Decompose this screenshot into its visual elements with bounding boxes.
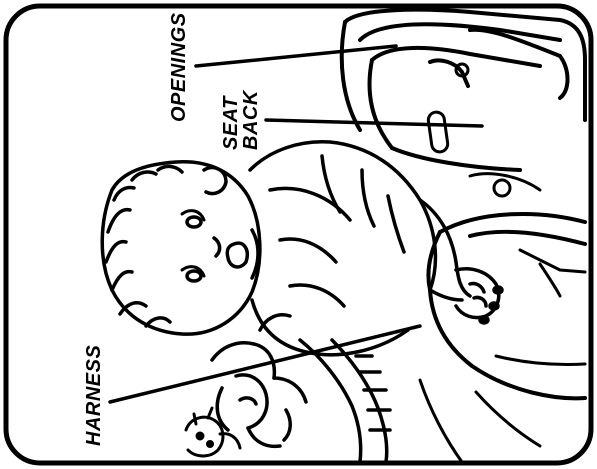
harness-label: HARNESS: [84, 345, 104, 446]
seat-back-label: SEAT BACK: [221, 90, 261, 150]
openings-label: OPENINGS: [169, 12, 189, 122]
baby-head: [102, 162, 260, 334]
toy-rattle: [186, 408, 240, 456]
harness-straps: [300, 340, 390, 462]
baby-leg: [212, 315, 306, 447]
seat-shell: [342, 10, 585, 170]
openings-leader-line: [196, 46, 396, 66]
baby-body: [250, 142, 502, 355]
seat-back-leader-line: [266, 120, 482, 126]
seat-tray: [420, 214, 585, 462]
seat-back-label-line2: BACK: [241, 90, 261, 150]
seat-back-label-line1: SEAT: [221, 90, 241, 150]
